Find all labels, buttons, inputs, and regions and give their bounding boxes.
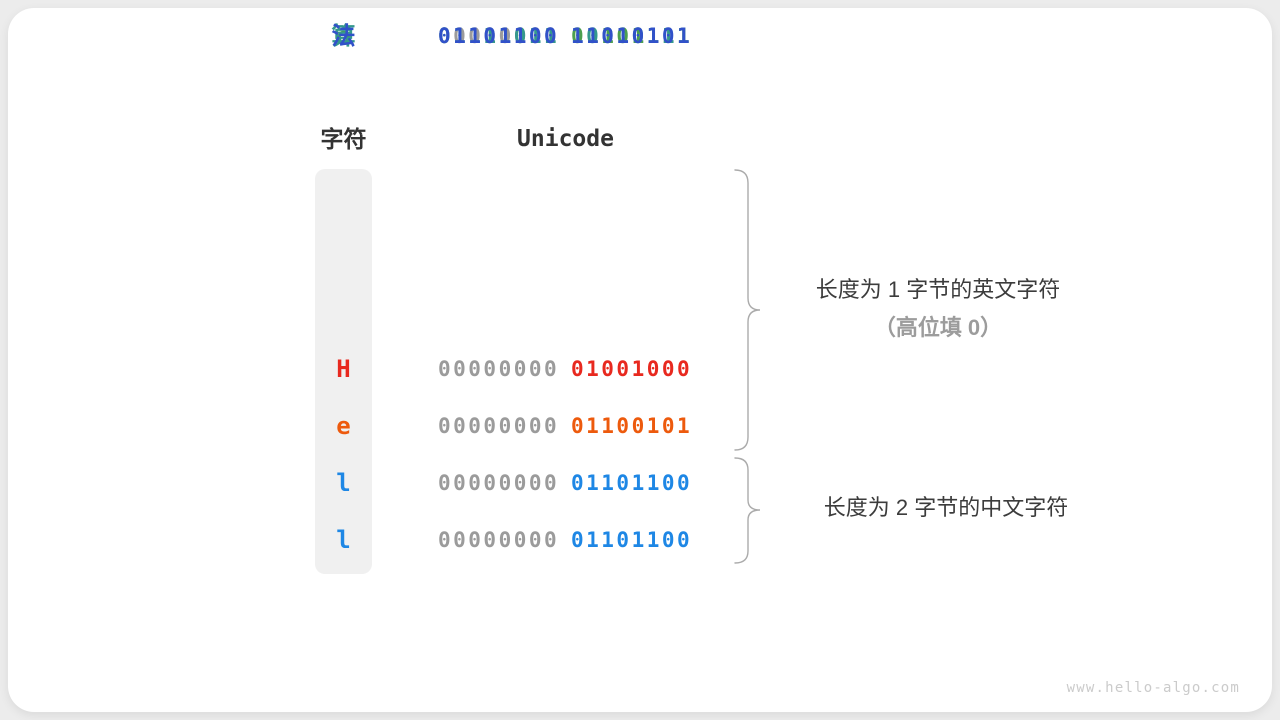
byte-high: 00000000 <box>438 414 560 438</box>
brace-2byte-icon <box>734 457 761 564</box>
byte-high: 01101100 <box>438 24 560 48</box>
char-cell: l <box>336 469 351 497</box>
byte-low: 01001000 <box>571 357 693 381</box>
char-cell: 法 <box>331 22 356 50</box>
annotation-1byte-text: 长度为 1 字节的英文字符 <box>815 277 1061 302</box>
annotation-2byte-text: 长度为 2 字节的中文字符 <box>823 495 1069 520</box>
char-cell: o <box>336 22 351 50</box>
byte-low: 01101111 <box>571 24 693 48</box>
byte-high: 00000000 <box>438 357 560 381</box>
byte-high: 00000000 <box>438 471 560 495</box>
byte-low: 11010101 <box>571 24 693 48</box>
table-row-l2: l 00000000 01101100 <box>8 512 1272 569</box>
byte-low: 01101100 <box>571 471 693 495</box>
annotation-1byte: 长度为 1 字节的英文字符 （高位填 0） <box>788 275 1088 343</box>
byte-high: 00000000 <box>438 24 560 48</box>
byte-low: 01100101 <box>571 414 693 438</box>
annotation-2byte: 长度为 2 字节的中文字符 <box>796 493 1096 523</box>
table-row-suan: 算 01111011 10010111 <box>8 8 1272 65</box>
byte-low: 10010111 <box>571 24 693 48</box>
table-row-h: H 00000000 01001000 <box>8 341 1272 398</box>
byte-low: 01101100 <box>571 528 693 552</box>
group-braces <box>734 169 761 564</box>
column-header-char: 字符 <box>320 126 367 152</box>
diagram-card: 字符 Unicode H 00000000 01001000 e 0000000… <box>8 8 1272 712</box>
table-row-fa: 法 01101100 11010101 <box>8 8 1272 65</box>
table-row-e: e 00000000 01100101 <box>8 398 1272 455</box>
char-cell: H <box>336 355 351 383</box>
byte-high: 01111011 <box>438 24 560 48</box>
brace-1byte-icon <box>734 169 761 451</box>
char-cell: l <box>336 526 351 554</box>
char-cell: e <box>336 412 351 440</box>
char-column-background <box>315 169 372 574</box>
table-row-l1: l 00000000 01101100 <box>8 455 1272 512</box>
column-header-unicode: Unicode <box>517 126 614 152</box>
annotation-1byte-subtext: （高位填 0） <box>873 315 1003 340</box>
char-cell: 算 <box>331 22 356 50</box>
table-row-o: o 00000000 01101111 <box>8 8 1272 65</box>
watermark: www.hello-algo.com <box>1066 680 1240 696</box>
byte-high: 00000000 <box>438 528 560 552</box>
